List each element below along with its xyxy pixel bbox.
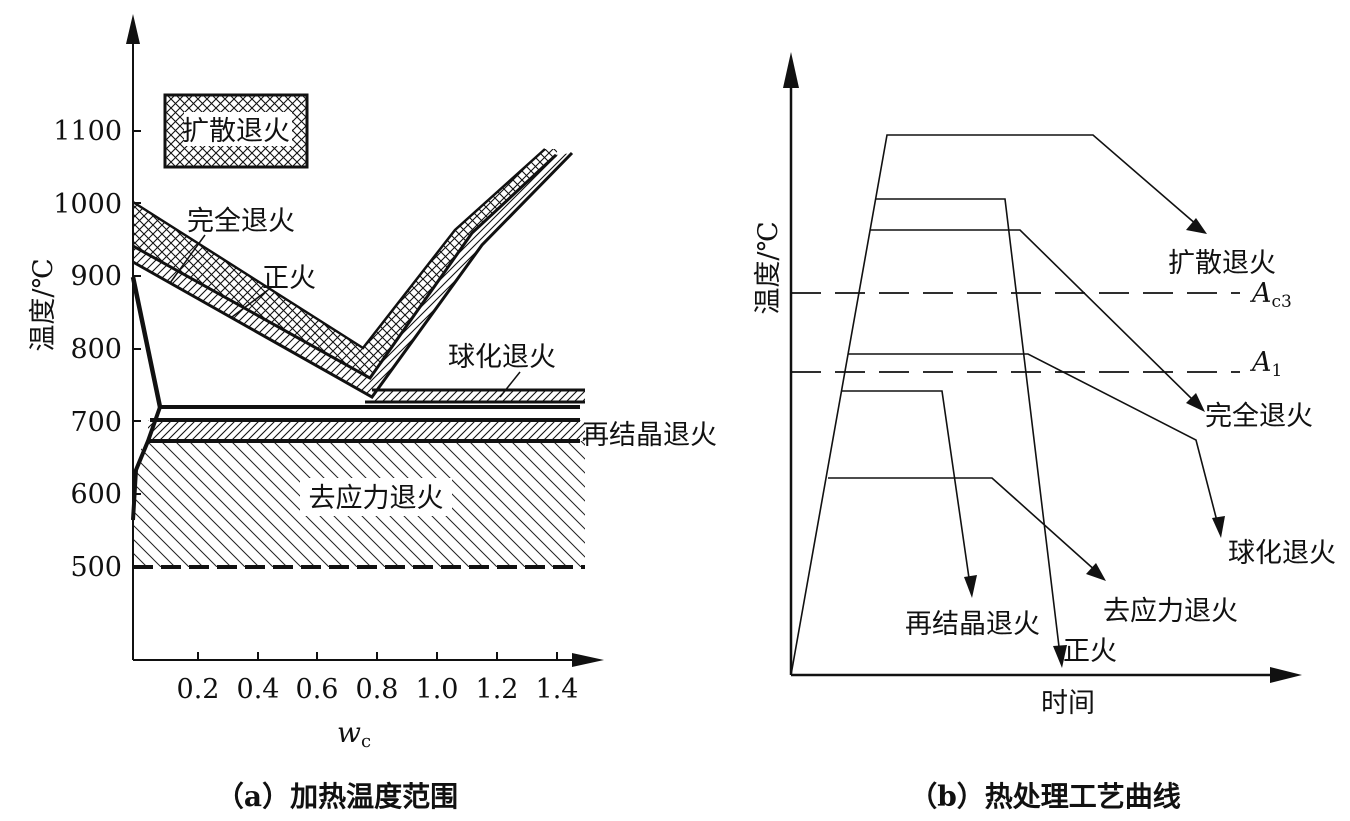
arrow-stress-relief [1086, 563, 1106, 581]
label-a1: A1 [1249, 347, 1282, 381]
y-tick: 700 [70, 407, 122, 438]
label-stress-relief-a: 去应力退火 [309, 483, 444, 514]
x-axis-arrow-a [572, 653, 604, 667]
curve-full [870, 229, 1196, 403]
arrow-diffusion [1186, 218, 1207, 234]
y-tick: 600 [70, 479, 122, 510]
x-tick: 1.4 [536, 674, 579, 705]
x-ticks-a: 0.2 0.4 0.6 0.8 1.0 1.2 1.4 [177, 652, 579, 705]
full-annealing-region [133, 149, 558, 378]
curve-normalizing [875, 198, 1061, 656]
label-normalizing-b: 正火 [1063, 636, 1117, 667]
y-axis-arrow-a [126, 14, 140, 44]
arrow-recrystallization [964, 575, 977, 598]
x-tick: 1.0 [416, 674, 459, 705]
curve-stress-relief [828, 477, 1098, 573]
x-tick: 0.2 [177, 674, 220, 705]
label-normalizing-a: 正火 [262, 263, 316, 294]
x-tick: 1.2 [476, 674, 519, 705]
y-tick: 1000 [53, 189, 122, 220]
label-full-b: 完全退火 [1205, 401, 1313, 432]
y-tick: 900 [70, 261, 122, 292]
panel-a: 500 600 700 800 900 1000 1100 0.2 0.4 [28, 14, 717, 813]
label-stress-relief-b: 去应力退火 [1103, 596, 1238, 627]
caption-b: （b）热处理工艺曲线 [909, 780, 1181, 813]
recrystallization-region [148, 420, 585, 441]
panel-b: Ac3 A1 扩散退火 完全退火 球化退火 去应力退火 再结晶退火 正火 温度/… [753, 52, 1336, 813]
arrow-full [1186, 393, 1205, 412]
label-ac3: Ac3 [1249, 278, 1292, 312]
x-tick: 0.4 [237, 674, 280, 705]
label-full-a: 完全退火 [187, 206, 295, 237]
x-axis-arrow-b [1270, 667, 1302, 683]
y-tick: 500 [70, 552, 122, 583]
y-axis-label-b: 温度/℃ [753, 221, 784, 314]
label-spheroidizing-b: 球化退火 [1228, 538, 1336, 569]
label-diffusion-b: 扩散退火 [1168, 248, 1276, 279]
y-tick: 800 [70, 334, 122, 365]
arrow-spheroidizing [1212, 516, 1225, 538]
caption-a: （a）加热温度范围 [216, 780, 458, 813]
label-spheroidizing-a: 球化退火 [448, 342, 556, 373]
label-diffusion-a: 扩散退火 [182, 116, 290, 147]
y-axis-arrow-b [783, 52, 799, 88]
curve-spheroidizing [848, 353, 1219, 526]
y-tick: 1100 [53, 116, 122, 147]
curve-diffusion [790, 134, 1198, 676]
y-axis-label-a: 温度/℃ [28, 258, 59, 351]
x-tick: 0.6 [296, 674, 339, 705]
label-recrystallization-a: 再结晶退火 [582, 420, 717, 451]
y-ticks-a: 500 600 700 800 900 1000 1100 [53, 116, 141, 583]
x-axis-label-b: 时间 [1041, 688, 1095, 719]
x-axis-label-a: wc [337, 716, 371, 752]
x-tick: 0.8 [356, 674, 399, 705]
arrow-normalizing [1053, 645, 1067, 668]
label-recrystallization-b: 再结晶退火 [905, 609, 1040, 640]
curve-recrystallization [842, 390, 971, 586]
spheroidizing-region [372, 390, 585, 402]
